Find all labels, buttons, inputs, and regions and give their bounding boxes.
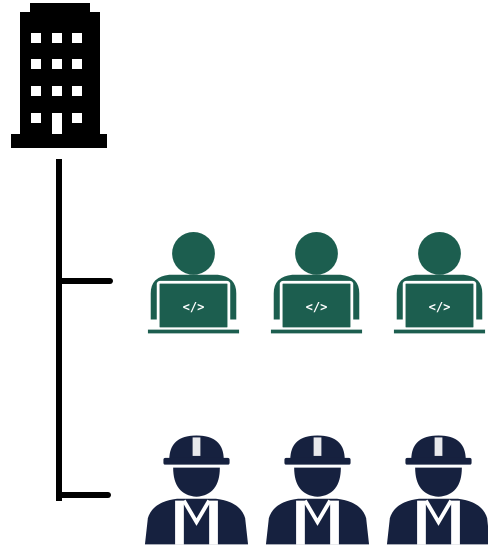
building-icon [11,3,107,148]
construction-worker-group [143,433,488,546]
construction-worker-icon [143,433,250,546]
hierarchy-connector [56,159,113,501]
developer-icon [270,230,363,336]
developer-icon [147,230,240,336]
construction-worker-icon [385,433,488,546]
developer-group [147,230,486,336]
developer-icon [393,230,486,336]
construction-worker-icon [264,433,371,546]
